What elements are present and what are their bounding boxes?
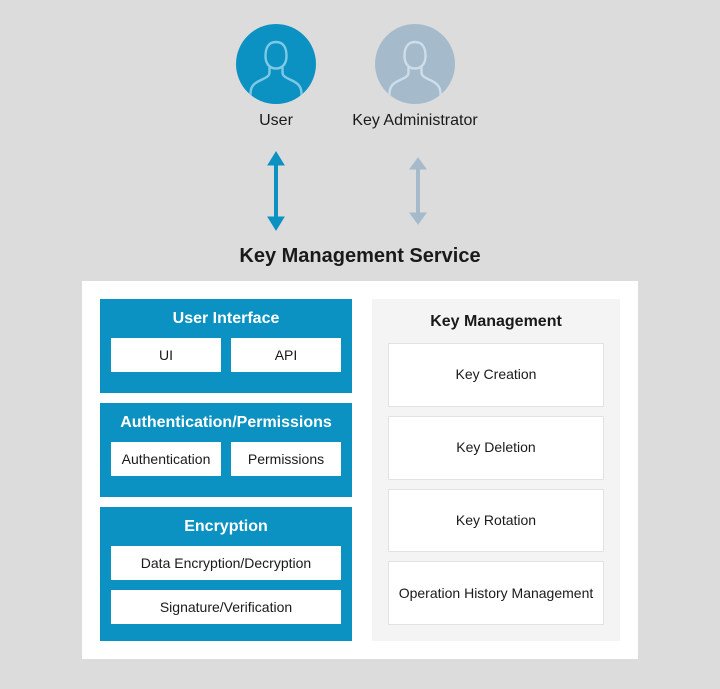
user-avatar <box>236 24 316 104</box>
block-encryption-title: Encryption <box>184 518 268 535</box>
block-user-interface: User Interface UI API <box>100 299 352 393</box>
actor-user: User <box>196 24 356 130</box>
key-management-service-container: User Interface UI API Authentication/Per… <box>82 281 638 659</box>
block-authentication-permissions: Authentication/Permissions Authenticatio… <box>100 403 352 497</box>
chip-data-encryption-decryption[interactable]: Data Encryption/Decryption <box>111 545 341 580</box>
user-avatar-icon <box>388 40 442 104</box>
block-user-interface-title: User Interface <box>172 310 280 327</box>
left-column: User Interface UI API Authentication/Per… <box>100 299 352 641</box>
key-administrator-avatar <box>375 24 455 104</box>
chip-ui[interactable]: UI <box>111 337 221 372</box>
actors-row: User Key Administrator <box>0 24 720 149</box>
km-item-key-deletion[interactable]: Key Deletion <box>388 415 604 480</box>
block-key-management: Key Management Key Creation Key Deletion… <box>372 299 620 641</box>
admin-connector-arrow <box>404 156 432 231</box>
chip-signature-verification[interactable]: Signature/Verification <box>111 589 341 624</box>
block-encryption-items: Data Encryption/Decryption Signature/Ver… <box>111 545 341 624</box>
block-user-interface-items: UI API <box>111 337 341 372</box>
actor-user-label: User <box>259 112 293 129</box>
actor-key-administrator: Key Administrator <box>335 24 495 130</box>
chip-permissions[interactable]: Permissions <box>231 441 341 476</box>
block-encryption: Encryption Data Encryption/Decryption Si… <box>100 507 352 641</box>
user-avatar-icon <box>249 40 303 104</box>
block-key-management-title: Key Management <box>430 313 562 330</box>
km-item-key-creation[interactable]: Key Creation <box>388 343 604 407</box>
km-item-operation-history-management[interactable]: Operation History Management <box>388 561 604 625</box>
actor-key-administrator-label: Key Administrator <box>352 112 478 129</box>
chip-authentication[interactable]: Authentication <box>111 441 221 476</box>
block-authentication-permissions-items: Authentication Permissions <box>111 441 341 476</box>
block-authentication-permissions-title: Authentication/Permissions <box>120 414 332 431</box>
key-management-items: Key Creation Key Deletion Key Rotation O… <box>388 343 604 625</box>
connector-arrows <box>0 150 720 235</box>
user-connector-arrow <box>262 150 290 237</box>
km-item-key-rotation[interactable]: Key Rotation <box>388 488 604 553</box>
page-title: Key Management Service <box>239 245 481 267</box>
chip-api[interactable]: API <box>231 337 341 372</box>
